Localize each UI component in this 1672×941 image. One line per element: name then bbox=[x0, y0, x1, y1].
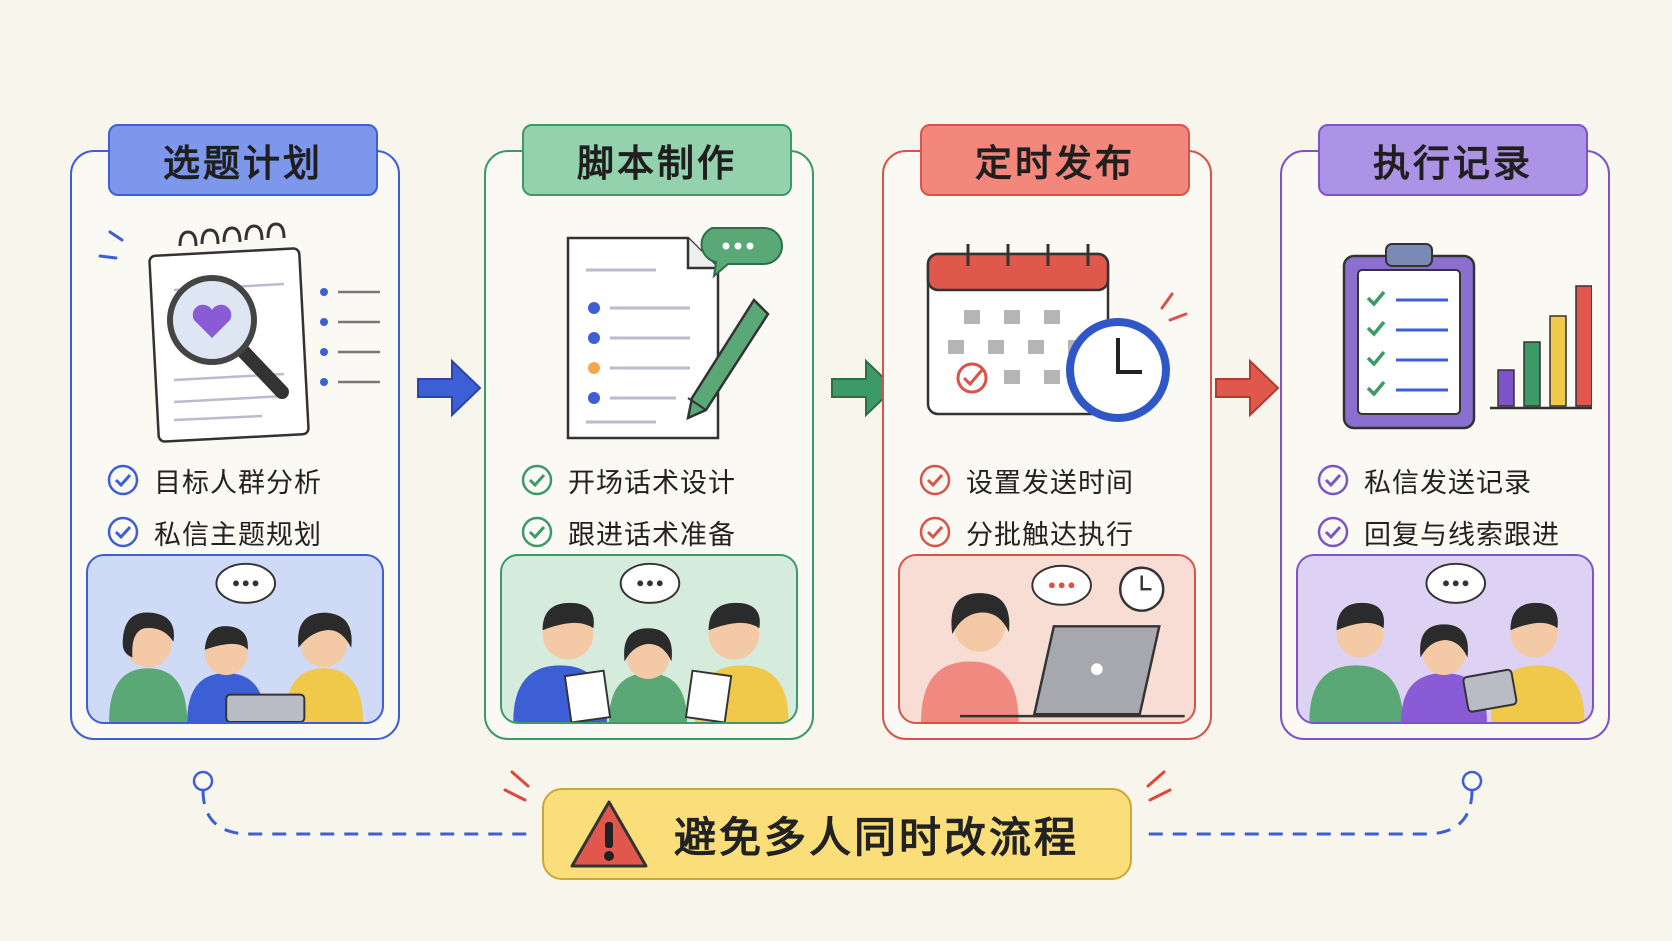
document-pen-illustration bbox=[566, 227, 783, 440]
step-card-topic-plan: 选题计划 目标人群分析 私信主题规划 bbox=[70, 124, 400, 740]
step-checklist: 开场话术设计 跟进话术准备 bbox=[520, 454, 802, 558]
check-circle-icon bbox=[521, 516, 553, 548]
checklist-item: 回复与线索跟进 bbox=[1316, 506, 1598, 558]
person-laptop-illustration bbox=[898, 554, 1196, 724]
step-card-script-making: 脚本制作 开场话术设计 跟进话术准备 bbox=[484, 124, 814, 740]
checklist-item-label: 跟进话术准备 bbox=[568, 519, 736, 551]
step-checklist: 私信发送记录 回复与线索跟进 bbox=[1316, 454, 1598, 558]
checklist-item: 跟进话术准备 bbox=[520, 506, 802, 558]
check-circle-icon bbox=[107, 516, 139, 548]
calendar-clock-illustration bbox=[926, 244, 1188, 422]
checklist-item-label: 开场话术设计 bbox=[568, 467, 736, 499]
arrow-right-icon bbox=[1215, 358, 1280, 418]
checklist-item-label: 设置发送时间 bbox=[966, 467, 1134, 499]
checklist-item: 开场话术设计 bbox=[520, 454, 802, 506]
check-circle-icon bbox=[107, 464, 139, 496]
step-card-scheduled-publish: 定时发布 设置发送时间 分批触达执行 bbox=[882, 124, 1212, 740]
step-checklist: 设置发送时间 分批触达执行 bbox=[918, 454, 1200, 558]
team-laptop-illustration bbox=[86, 554, 384, 724]
checklist-item: 设置发送时间 bbox=[918, 454, 1200, 506]
step-card-execution-record: 执行记录 私信发送记录 回复与线索跟进 bbox=[1280, 124, 1610, 740]
checklist-item-label: 私信发送记录 bbox=[1364, 467, 1532, 499]
check-circle-icon bbox=[919, 516, 951, 548]
checklist-item: 目标人群分析 bbox=[106, 454, 388, 506]
check-circle-icon bbox=[1317, 516, 1349, 548]
checklist-item: 私信主题规划 bbox=[106, 506, 388, 558]
checklist-item-label: 私信主题规划 bbox=[154, 519, 322, 551]
check-circle-icon bbox=[1317, 464, 1349, 496]
notebook-magnifier-illustration bbox=[98, 222, 380, 443]
step-title: 定时发布 bbox=[920, 124, 1190, 196]
warning-triangle-icon bbox=[570, 800, 648, 868]
step-title: 选题计划 bbox=[108, 124, 378, 196]
step-checklist: 目标人群分析 私信主题规划 bbox=[106, 454, 388, 558]
check-circle-icon bbox=[919, 464, 951, 496]
checklist-item: 私信发送记录 bbox=[1316, 454, 1598, 506]
arrow-right-icon bbox=[831, 358, 896, 418]
checklist-item-label: 目标人群分析 bbox=[154, 467, 322, 499]
arrow-right-icon bbox=[417, 358, 482, 418]
check-circle-icon bbox=[521, 464, 553, 496]
checklist-item-label: 分批触达执行 bbox=[966, 519, 1134, 551]
checklist-item: 分批触达执行 bbox=[918, 506, 1200, 558]
step-title: 脚本制作 bbox=[522, 124, 792, 196]
clipboard-bar-chart-illustration bbox=[1342, 243, 1592, 430]
step-title: 执行记录 bbox=[1318, 124, 1588, 196]
team-tablet-illustration bbox=[1296, 554, 1594, 724]
warning-banner: 避免多人同时改流程 bbox=[542, 788, 1132, 880]
team-documents-illustration bbox=[500, 554, 798, 724]
checklist-item-label: 回复与线索跟进 bbox=[1364, 519, 1560, 551]
warning-banner-text: 避免多人同时改流程 bbox=[674, 812, 1080, 862]
